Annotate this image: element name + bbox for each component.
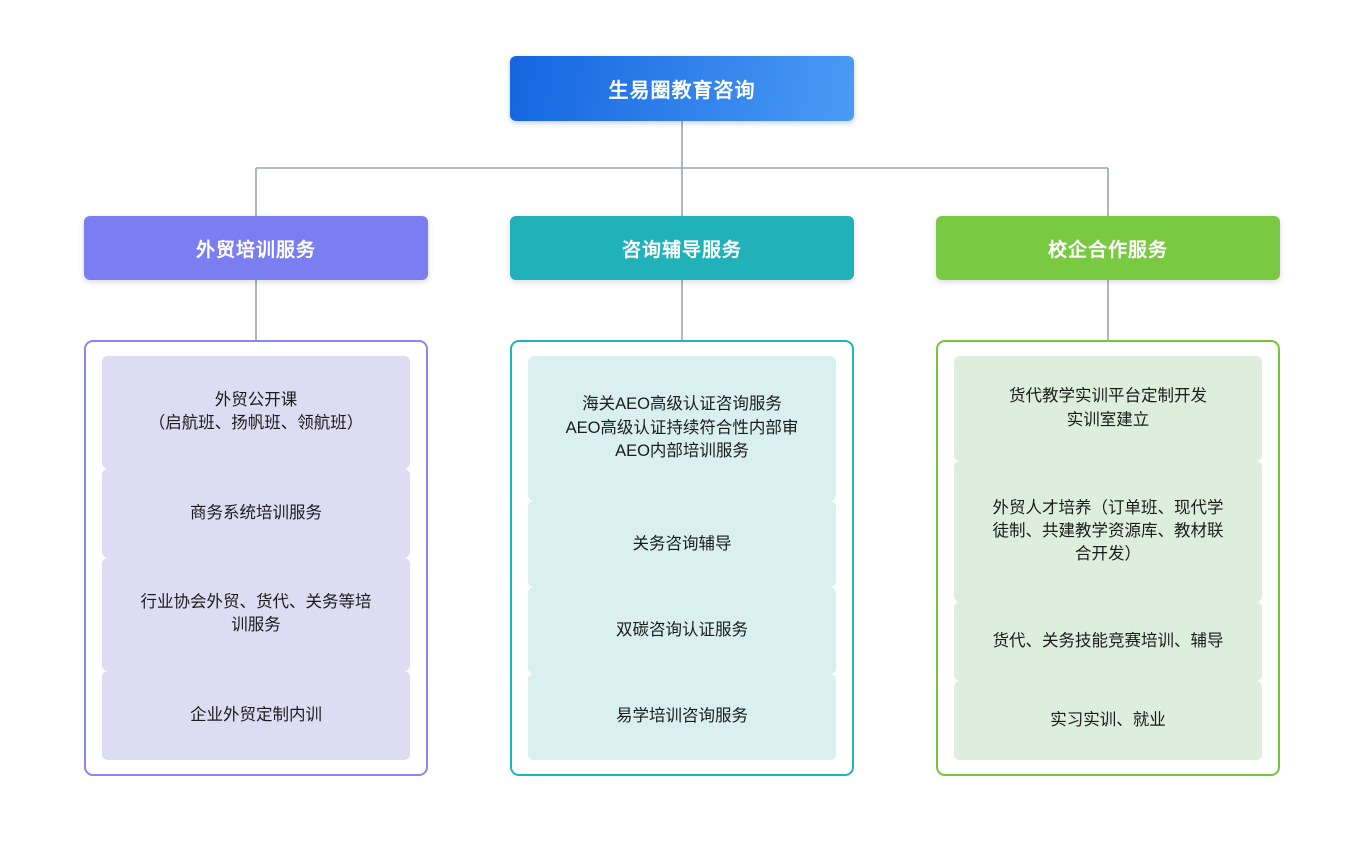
- root-node[interactable]: 生易圈教育咨询: [510, 56, 854, 121]
- branch-body-1: 海关AEO高级认证咨询服务 AEO高级认证持续符合性内部审 AEO内部培训服务关…: [510, 340, 854, 776]
- branch-body-2: 货代教学实训平台定制开发 实训室建立外贸人才培养（订单班、现代学 徒制、共建教学…: [936, 340, 1280, 776]
- branch-body-0: 外贸公开课 （启航班、扬帆班、领航班）商务系统培训服务行业协会外贸、货代、关务等…: [84, 340, 428, 776]
- leaf-item[interactable]: 货代、关务技能竞赛培训、辅导: [954, 602, 1262, 682]
- branch-header-1[interactable]: 咨询辅导服务: [510, 216, 854, 280]
- branch-header-0[interactable]: 外贸培训服务: [84, 216, 428, 280]
- leaf-item[interactable]: 行业协会外贸、货代、关务等培 训服务: [102, 558, 410, 671]
- leaf-item[interactable]: 海关AEO高级认证咨询服务 AEO高级认证持续符合性内部审 AEO内部培训服务: [528, 356, 836, 502]
- leaf-item[interactable]: 外贸人才培养（订单班、现代学 徒制、共建教学资源库、教材联 合开发）: [954, 461, 1262, 603]
- leaf-item[interactable]: 企业外贸定制内训: [102, 670, 410, 761]
- leaf-item[interactable]: 实习实训、就业: [954, 681, 1262, 761]
- leaf-item[interactable]: 货代教学实训平台定制开发 实训室建立: [954, 356, 1262, 462]
- leaf-item[interactable]: 双碳咨询认证服务: [528, 587, 836, 674]
- branch-header-2[interactable]: 校企合作服务: [936, 216, 1280, 280]
- leaf-item[interactable]: 关务咨询辅导: [528, 501, 836, 588]
- leaf-item[interactable]: 商务系统培训服务: [102, 468, 410, 559]
- leaf-item[interactable]: 外贸公开课 （启航班、扬帆班、领航班）: [102, 356, 410, 469]
- leaf-item[interactable]: 易学培训咨询服务: [528, 673, 836, 760]
